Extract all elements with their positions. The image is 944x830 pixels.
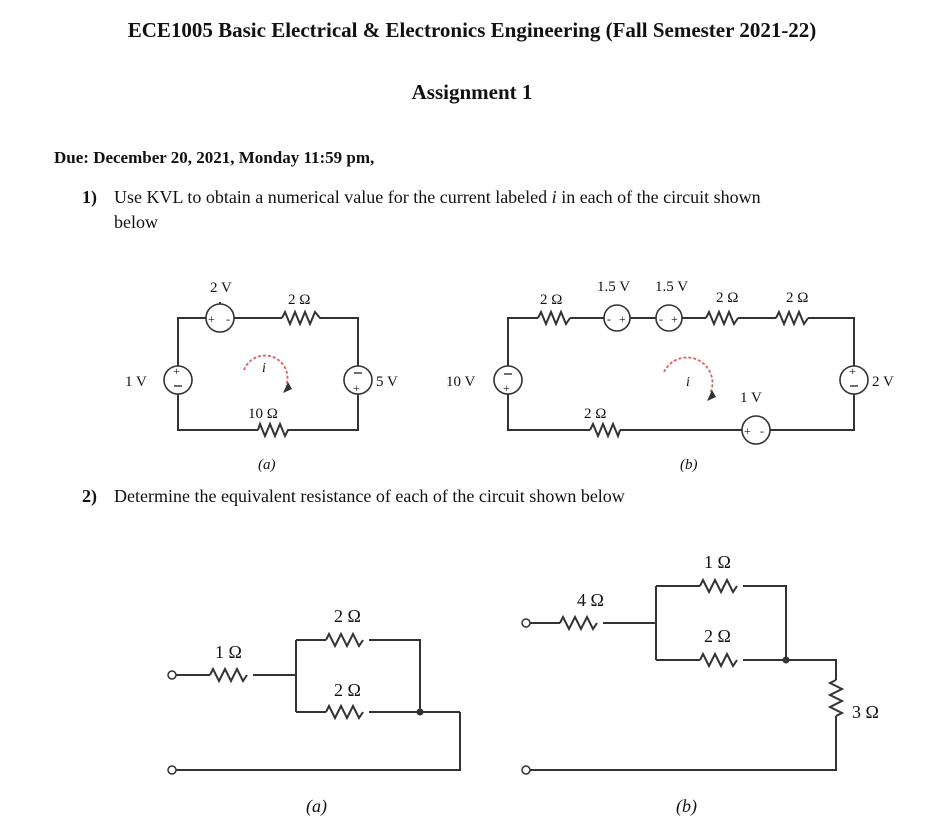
question-1-text-cont: below	[114, 212, 158, 232]
label-1-5v-2: 1.5 V	[655, 279, 688, 295]
fig-1b-label: (b)	[680, 457, 698, 473]
due-date: Due: December 20, 2021, Monday 11:59 pm,	[54, 148, 375, 167]
current-label: i	[262, 361, 266, 376]
resistor-icon	[257, 421, 290, 439]
label-4ohm: 4 Ω	[577, 590, 604, 610]
circuit-1b: -+ -+ + + +- i 10 V 2 Ω 1.5 V 1.5 V 2 Ω …	[446, 279, 894, 473]
fig-1a-label: (a)	[258, 457, 276, 473]
label-1ohm: 1 Ω	[704, 552, 731, 572]
label-2ohm-3: 2 Ω	[786, 290, 808, 306]
resistor-icon	[325, 703, 364, 721]
resistor-icon	[775, 309, 809, 327]
label-1v-bottom: 1 V	[740, 390, 762, 406]
circuit-2a: 1 Ω 2 Ω 2 Ω (a)	[167, 606, 461, 817]
resistor-icon	[281, 309, 325, 327]
circuit-1a: +- + + i 2 V 2 Ω 1 V 10 Ω 5 V (a)	[125, 280, 398, 473]
question-1-variable: i	[551, 187, 557, 207]
label-2ohm: 2 Ω	[288, 292, 310, 308]
current-label: i	[686, 375, 690, 390]
terminal-icon	[521, 765, 531, 775]
current-arrow-icon	[663, 356, 714, 395]
question-2-text: Determine the equivalent resistance of e…	[114, 486, 625, 506]
label-10v: 10 V	[446, 374, 475, 390]
voltage-source-icon	[205, 303, 235, 333]
question-1-number: 1)	[82, 187, 97, 207]
resistor-icon	[537, 309, 571, 327]
resistor-icon	[209, 666, 248, 684]
fig-2b-label: (b)	[676, 796, 697, 817]
svg-text:+: +	[208, 312, 215, 326]
current-arrow-icon	[243, 354, 289, 387]
voltage-source-icon	[343, 365, 373, 395]
question-1: 1) Use KVL to obtain a numerical value fo…	[82, 185, 882, 235]
label-2ohm-bottom: 2 Ω	[334, 680, 361, 700]
svg-text:+: +	[744, 424, 751, 438]
label-1-5v-1: 1.5 V	[597, 279, 630, 295]
label-1v: 1 V	[125, 374, 147, 390]
label-2v-right: 2 V	[872, 374, 894, 390]
label-2ohm-1: 2 Ω	[540, 292, 562, 308]
label-2ohm-top: 2 Ω	[334, 606, 361, 626]
resistor-icon	[699, 651, 738, 669]
voltage-source-icon	[603, 304, 631, 332]
question-2: 2) Determine the equivalent resistance of…	[82, 484, 882, 509]
svg-text:-: -	[607, 312, 611, 326]
document-title: ECE1005 Basic Electrical & Electronics E…	[127, 18, 817, 42]
question-2-number: 2)	[82, 486, 97, 506]
svg-text:-: -	[226, 312, 230, 326]
assignment-title: Assignment 1	[411, 80, 533, 104]
resistor-icon	[589, 421, 621, 439]
resistor-icon	[827, 679, 845, 717]
terminal-icon	[167, 765, 177, 775]
voltage-source-icon	[741, 415, 771, 445]
svg-text:+: +	[619, 312, 626, 326]
voltage-source-icon	[839, 365, 869, 395]
svg-text:+: +	[173, 364, 180, 378]
label-2ohm: 2 Ω	[704, 626, 731, 646]
label-3ohm: 3 Ω	[852, 702, 879, 722]
label-5v: 5 V	[376, 374, 398, 390]
resistor-icon	[699, 577, 738, 595]
voltage-source-icon	[655, 304, 683, 332]
svg-text:+: +	[671, 312, 678, 326]
question-1-text-end: in each of the circuit shown	[556, 187, 761, 207]
voltage-source-icon	[163, 365, 193, 395]
label-2ohm-2: 2 Ω	[716, 290, 738, 306]
label-10ohm: 10 Ω	[248, 406, 278, 422]
voltage-source-icon	[493, 365, 523, 395]
label-2ohm-bottom: 2 Ω	[584, 406, 606, 422]
terminal-icon	[167, 670, 177, 680]
question-1-text: Use KVL to obtain a numerical value for …	[114, 187, 552, 207]
svg-text:-: -	[760, 424, 764, 438]
label-1ohm: 1 Ω	[215, 642, 242, 662]
resistor-icon	[559, 614, 598, 632]
svg-text:-: -	[659, 312, 663, 326]
svg-text:+: +	[849, 364, 856, 378]
terminal-icon	[521, 618, 531, 628]
circuit-2b: 4 Ω 1 Ω 2 Ω 3 Ω (b)	[521, 552, 879, 817]
svg-text:+: +	[353, 381, 360, 395]
fig-2a-label: (a)	[306, 796, 327, 817]
resistor-icon	[325, 631, 364, 649]
label-2v: 2 V	[210, 280, 232, 296]
resistor-icon	[705, 309, 739, 327]
svg-text:+: +	[503, 381, 510, 395]
